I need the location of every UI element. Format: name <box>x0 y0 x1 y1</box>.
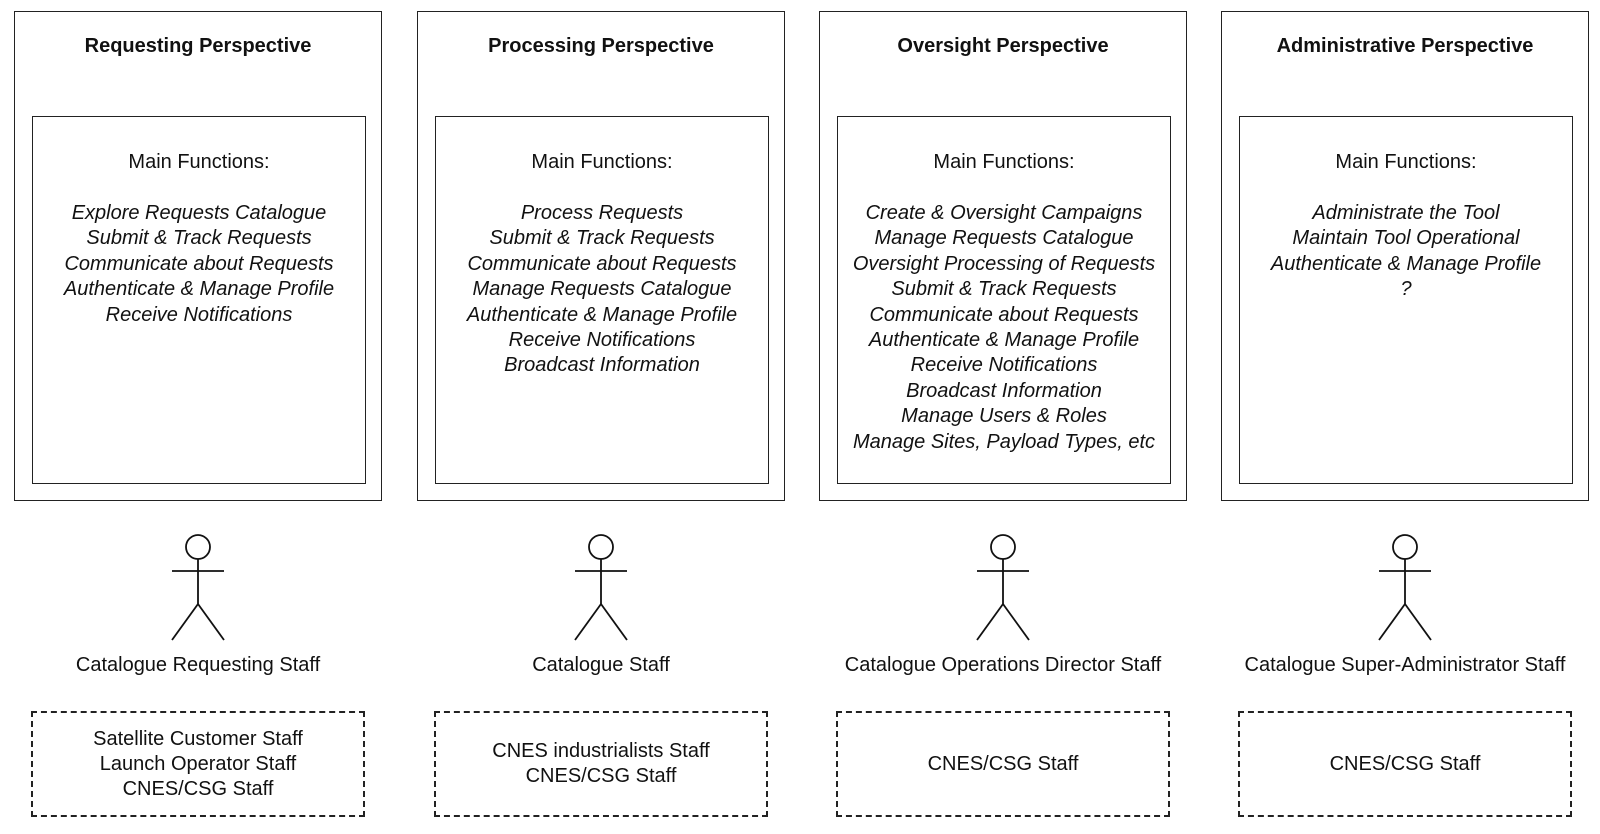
staff-item: CNES/CSG Staff <box>1329 752 1481 775</box>
function-item: Oversight Processing of Requests <box>852 252 1156 275</box>
actor-stick-figure-icon <box>974 534 1032 642</box>
actor-label: Catalogue Requesting Staff <box>75 654 321 676</box>
actor-stick-figure-icon <box>1376 534 1434 642</box>
perspective-box: Oversight Perspective Main Functions: Cr… <box>819 11 1187 501</box>
function-list: Create & Oversight Campaigns Manage Requ… <box>838 201 1170 455</box>
main-functions-box: Main Functions: Create & Oversight Campa… <box>837 116 1171 484</box>
main-functions-box: Main Functions: Process Requests Submit … <box>435 116 769 484</box>
staff-item: CNES industrialists Staff <box>492 740 710 762</box>
main-functions-box: Main Functions: Administrate the Tool Ma… <box>1239 116 1573 484</box>
function-item: Explore Requests Catalogue <box>71 202 327 224</box>
function-item: ? <box>1400 278 1412 301</box>
perspective-box: Requesting Perspective Main Functions: E… <box>14 11 382 501</box>
function-list: Process Requests Submit & Track Requests… <box>436 201 768 379</box>
function-item: Authenticate & Manage Profile <box>868 329 1140 352</box>
staff-list: CNES/CSG Staff <box>1330 752 1481 777</box>
main-functions-heading: Main Functions: <box>1335 151 1477 173</box>
main-functions-box: Main Functions: Explore Requests Catalog… <box>32 116 366 484</box>
function-item: Manage Users & Roles <box>901 405 1107 428</box>
actor-stick-figure-icon <box>572 534 630 642</box>
column-processing: Processing Perspective Main Functions: P… <box>417 0 785 834</box>
function-item: Receive Notifications <box>105 303 293 326</box>
function-item: Communicate about Requests <box>467 252 737 275</box>
perspective-box: Processing Perspective Main Functions: P… <box>417 11 785 501</box>
function-item: Submit & Track Requests <box>489 227 715 250</box>
column-oversight: Oversight Perspective Main Functions: Cr… <box>819 0 1187 834</box>
staff-box: CNES industrialists Staff CNES/CSG Staff <box>434 711 768 817</box>
staff-list: CNES industrialists Staff CNES/CSG Staff <box>492 739 710 789</box>
function-item: Receive Notifications <box>508 329 696 352</box>
function-item: Submit & Track Requests <box>891 278 1117 301</box>
main-functions-heading: Main Functions: <box>933 151 1075 173</box>
function-item: Communicate about Requests <box>64 252 334 275</box>
function-item: Authenticate & Manage Profile <box>63 278 335 301</box>
function-item: Administrate the Tool <box>1312 202 1500 224</box>
staff-box: Satellite Customer Staff Launch Operator… <box>31 711 365 817</box>
function-item: Broadcast Information <box>504 354 700 377</box>
actor-label: Catalogue Staff <box>532 654 670 676</box>
perspective-title: Administrative Perspective <box>1276 35 1534 57</box>
actor-label: Catalogue Super-Administrator Staff <box>1244 654 1566 676</box>
function-item: Submit & Track Requests <box>86 227 312 250</box>
column-requesting: Requesting Perspective Main Functions: E… <box>14 0 382 834</box>
main-functions-heading: Main Functions: <box>128 151 270 173</box>
function-item: Manage Requests Catalogue <box>472 278 732 301</box>
function-item: Create & Oversight Campaigns <box>865 202 1143 224</box>
staff-item: Launch Operator Staff <box>99 752 297 775</box>
perspective-title: Processing Perspective <box>488 35 714 57</box>
staff-item: CNES/CSG Staff <box>927 752 1079 775</box>
staff-item: Satellite Customer Staff <box>93 727 303 750</box>
function-list: Explore Requests Catalogue Submit & Trac… <box>33 201 365 328</box>
function-item: Receive Notifications <box>910 354 1098 377</box>
column-administrative: Administrative Perspective Main Function… <box>1221 0 1589 834</box>
actor-stick-figure-icon <box>169 534 227 642</box>
staff-list: Satellite Customer Staff Launch Operator… <box>93 727 303 802</box>
perspective-box: Administrative Perspective Main Function… <box>1221 11 1589 501</box>
function-list: Administrate the Tool Maintain Tool Oper… <box>1240 201 1572 303</box>
staff-item: CNES/CSG Staff <box>122 777 274 800</box>
function-item: Authenticate & Manage Profile <box>1270 252 1542 275</box>
function-item: Authenticate & Manage Profile <box>466 303 738 326</box>
function-item: Manage Sites, Payload Types, etc <box>852 430 1155 453</box>
staff-list: CNES/CSG Staff <box>928 752 1079 777</box>
function-item: Manage Requests Catalogue <box>874 227 1134 250</box>
function-item: Maintain Tool Operational <box>1292 227 1520 250</box>
staff-item: CNES/CSG Staff <box>525 765 677 787</box>
function-item: Broadcast Information <box>906 379 1102 402</box>
function-item: Communicate about Requests <box>869 303 1139 326</box>
perspective-title: Requesting Perspective <box>84 35 312 57</box>
staff-box: CNES/CSG Staff <box>836 711 1170 817</box>
function-item: Process Requests <box>520 202 684 224</box>
staff-box: CNES/CSG Staff <box>1238 711 1572 817</box>
actor-label: Catalogue Operations Director Staff <box>844 654 1162 676</box>
main-functions-heading: Main Functions: <box>531 151 673 173</box>
perspective-title: Oversight Perspective <box>897 35 1109 57</box>
